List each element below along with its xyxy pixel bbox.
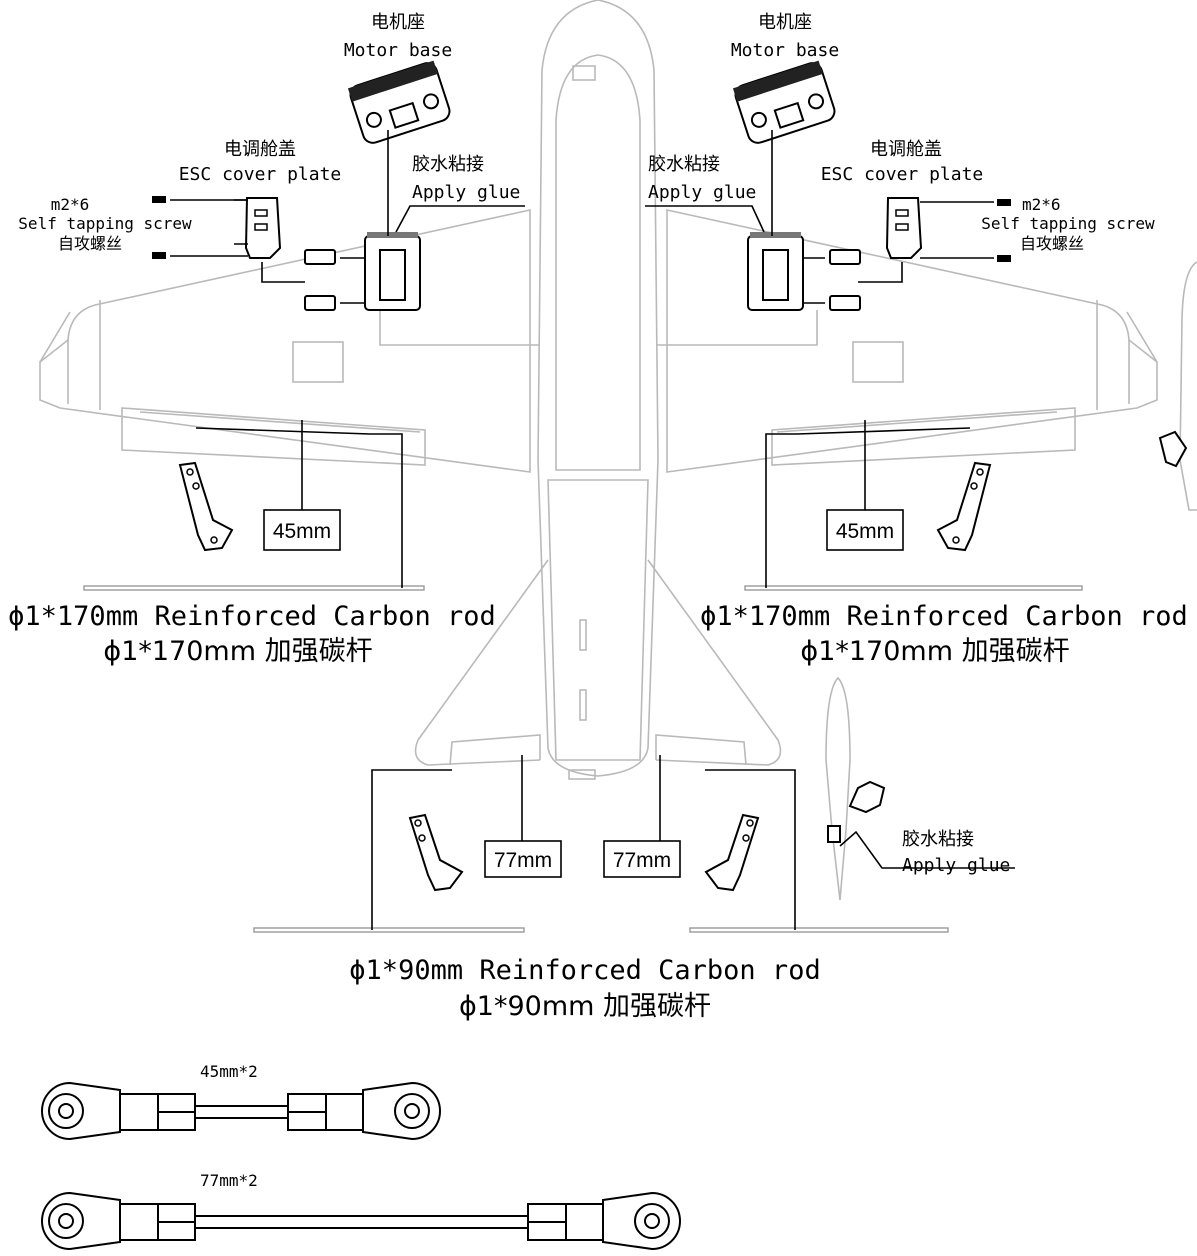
tail-rod-en: ϕ1*90mm Reinforced Carbon rod: [349, 955, 820, 986]
dim-45mm-left: 45mm: [273, 520, 331, 543]
esc-cover-en-left: ESC cover plate: [179, 164, 342, 185]
esc-cover-cn-right: 电调舱盖: [870, 139, 942, 160]
screw-cn-right: 自攻螺丝: [1020, 234, 1084, 253]
airframe-outline: [39, 0, 1197, 901]
glue-en-right: Apply glue: [648, 182, 756, 203]
motor-base-en-left: Motor base: [344, 40, 452, 61]
glue-en-fin: Apply glue: [902, 855, 1010, 876]
labels: 电机座 Motor base 电机座 Motor base 电调舱盖 ESC c…: [8, 12, 1188, 1190]
linkage-short: [41, 1081, 441, 1141]
glue-en-left: Apply glue: [412, 182, 520, 203]
screw-en-left: Self tapping screw: [18, 214, 192, 233]
wing-rod-en-right: ϕ1*170mm Reinforced Carbon rod: [700, 601, 1188, 632]
screw-en-right: Self tapping screw: [981, 214, 1155, 233]
dim-77mm-left: 77mm: [494, 849, 552, 872]
screw-size-right: m2*6: [1022, 195, 1061, 214]
linkage-long-label: 77mm*2: [200, 1171, 258, 1190]
esc-cover-cn-left: 电调舱盖: [224, 139, 296, 160]
tail-rod-cn: ϕ1*90mm 加强碳杆: [459, 991, 711, 1022]
motor-base-en-right: Motor base: [731, 40, 839, 61]
wing-rod-cn-left: ϕ1*170mm 加强碳杆: [103, 636, 372, 667]
dim-45mm-right: 45mm: [836, 520, 894, 543]
left-motor-assembly: [83, 60, 525, 591]
left-motor-base: [347, 60, 451, 144]
linkage-short-label: 45mm*2: [200, 1062, 258, 1081]
linkage-long: [41, 1191, 681, 1251]
screw-size-left: m2*6: [51, 195, 90, 214]
glue-cn-fin: 胶水粘接: [902, 829, 974, 850]
right-motor-base: [732, 60, 836, 144]
wing-rod-en-left: ϕ1*170mm Reinforced Carbon rod: [8, 601, 496, 632]
glue-cn-left: 胶水粘接: [412, 154, 484, 175]
tail-assembly: [253, 430, 1188, 933]
glue-cn-right: 胶水粘接: [648, 154, 720, 175]
motor-base-cn-left: 电机座: [371, 12, 425, 33]
motor-base-cn-right: 电机座: [758, 12, 812, 33]
dim-77mm-right: 77mm: [613, 849, 671, 872]
right-motor-assembly: [645, 60, 1083, 591]
wing-rod-cn-right: ϕ1*170mm 加强碳杆: [800, 636, 1069, 667]
esc-cover-en-right: ESC cover plate: [821, 164, 984, 185]
screw-cn-left: 自攻螺丝: [58, 234, 122, 253]
